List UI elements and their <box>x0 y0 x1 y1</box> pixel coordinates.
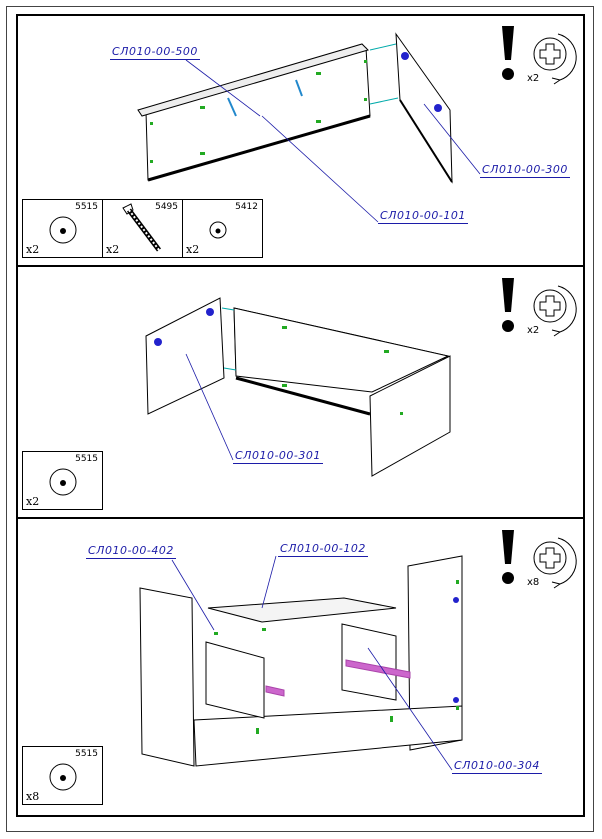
screwdriver-callout: x2 <box>500 276 580 338</box>
frame <box>16 14 585 817</box>
part-label: СЛ010-00-304 <box>452 759 542 774</box>
part-qty: x2 <box>26 243 40 256</box>
step3-drawing <box>139 555 463 767</box>
drawer-left <box>205 641 265 719</box>
part-cell: 5515 x2 <box>23 200 103 257</box>
cam-lock-icon <box>49 468 77 496</box>
part-label: СЛ010-00-301 <box>233 449 323 464</box>
top-shelf <box>207 597 397 623</box>
part-label: СЛ010-00-300 <box>480 163 570 178</box>
part-qty: x2 <box>26 495 40 508</box>
drawer-right <box>341 623 397 701</box>
screw-icon <box>122 203 161 252</box>
part-code: 5495 <box>155 202 178 212</box>
parts-box-step1: 5515 x2 5495 x2 5412 x2 <box>22 199 263 258</box>
callout-qty: x8 <box>527 577 540 588</box>
part-cell: 5495 x2 <box>103 200 183 257</box>
screwdriver-icon <box>502 278 577 337</box>
part-qty: x2 <box>186 243 200 256</box>
callout-qty: x2 <box>527 325 540 336</box>
step-divider <box>16 265 585 267</box>
part-cell: 5412 x2 <box>183 200 262 257</box>
step-divider <box>16 517 585 519</box>
screwdriver-callout: x8 <box>500 528 580 590</box>
rail <box>265 685 285 697</box>
part-qty: x2 <box>106 243 120 256</box>
rail <box>345 659 411 679</box>
part-code: 5515 <box>75 454 98 464</box>
part-label: СЛ010-00-102 <box>278 542 368 557</box>
part-qty: x8 <box>26 790 40 803</box>
cam-lock-icon <box>49 216 77 244</box>
part-label: СЛ010-00-101 <box>378 209 468 224</box>
step2-drawing <box>145 297 451 477</box>
screwdriver-icon <box>502 530 577 589</box>
cap-icon <box>209 221 227 239</box>
callout-qty: x2 <box>527 73 540 84</box>
side-panel-right <box>369 355 451 477</box>
screwdriver-callout: x2 <box>500 24 580 86</box>
part-code: 5412 <box>235 202 258 212</box>
part-cell: 5515 x8 <box>23 747 102 804</box>
outer-border <box>6 6 594 832</box>
parts-box-step2: 5515 x2 <box>22 451 103 510</box>
top-rail <box>137 43 369 117</box>
part-code: 5515 <box>75 202 98 212</box>
leader-lines <box>171 59 481 771</box>
screwdriver-icon <box>502 26 577 85</box>
part-cell: 5515 x2 <box>23 452 102 509</box>
cam-lock-icon <box>49 763 77 791</box>
bottom-plinth <box>193 705 463 767</box>
back-panel-body <box>233 307 450 393</box>
part-label: СЛ010-00-500 <box>110 45 200 60</box>
side-panel-left <box>145 297 225 415</box>
part-label: СЛ010-00-402 <box>86 544 176 559</box>
part-code: 5515 <box>75 749 98 759</box>
left-side-panel <box>139 587 195 767</box>
parts-box-step3: 5515 x8 <box>22 746 103 805</box>
